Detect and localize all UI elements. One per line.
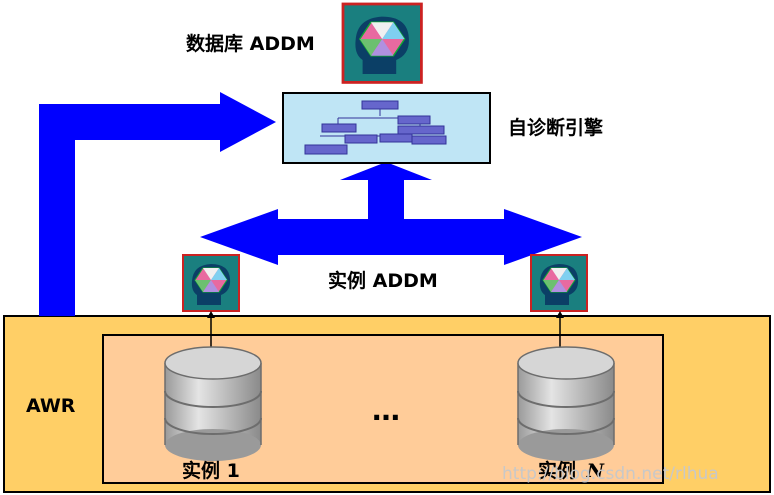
instance-n-prefix: 实例 [538, 459, 576, 482]
database-instance-1-icon [164, 346, 262, 462]
watermark: http://blog.csdn.net/rlhua [502, 464, 719, 484]
db-addm-label: 数据库 ADDM [186, 32, 315, 55]
instance-n-addm-brain-icon [530, 254, 588, 312]
instance-n-up-arrow [556, 311, 564, 350]
instance-n-variable: N [586, 460, 605, 482]
db-addm-brain-icon [341, 2, 423, 84]
instance-to-engine-double-arrow [200, 162, 582, 265]
database-instance-n-icon [517, 346, 615, 462]
instance-addm-label: 实例 ADDM [328, 269, 438, 292]
ellipsis: … [372, 394, 400, 427]
instance-n-label: 实例 N [538, 459, 605, 482]
awr-label: AWR [26, 395, 76, 417]
engine-label: 自诊断引擎 [508, 116, 603, 139]
hierarchy-icon [304, 100, 447, 155]
instance-1-up-arrow [207, 311, 215, 350]
instance-1-label: 实例 1 [182, 459, 240, 482]
instance-1-addm-brain-icon [182, 254, 240, 312]
awr-to-engine-arrow [39, 92, 276, 316]
